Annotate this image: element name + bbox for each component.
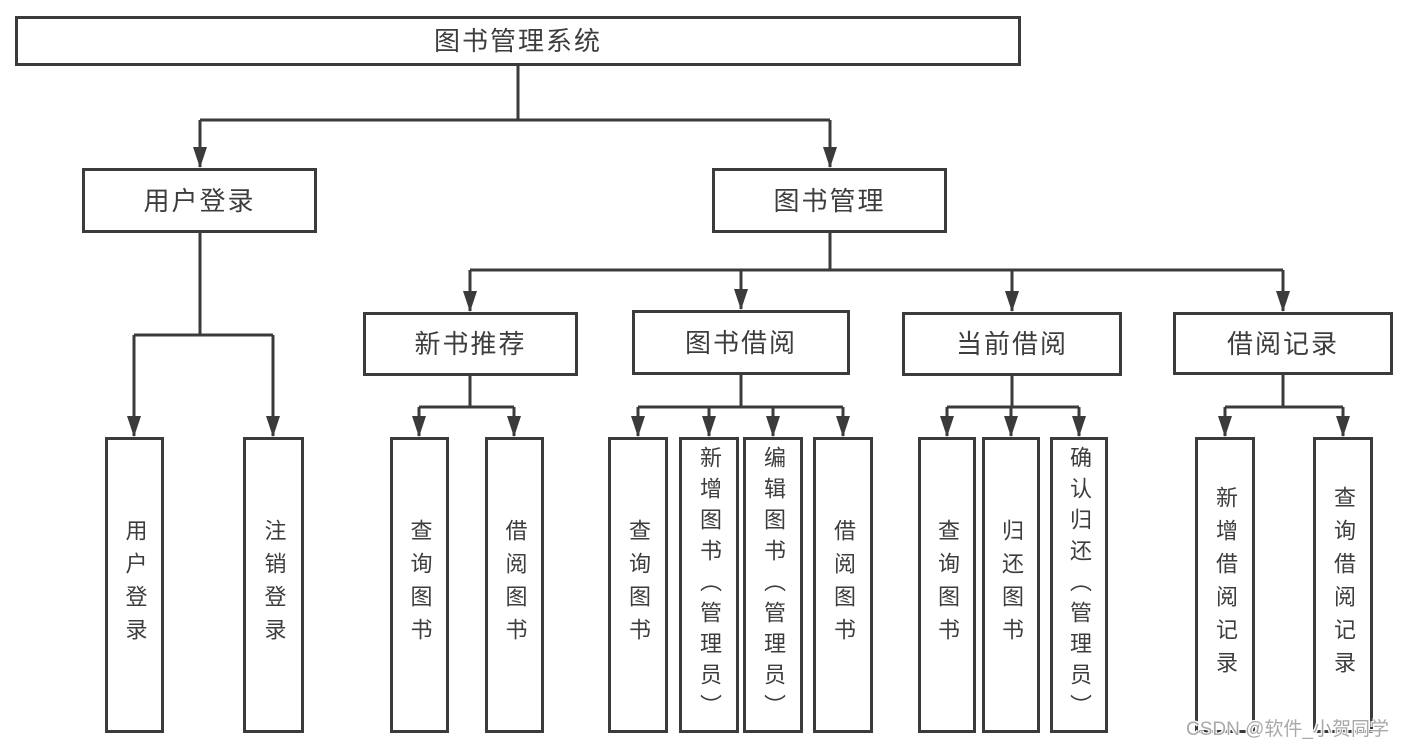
- node-new-book-recommend: 新书推荐: [363, 312, 578, 376]
- leaf-bb-add-books-admin: 新增图书（管理员）: [679, 437, 739, 733]
- node-user-login: 用户登录: [82, 168, 317, 233]
- leaf-br-query-record: 查询借阅记录: [1313, 437, 1373, 733]
- leaf-br-add-record: 新增借阅记录: [1195, 437, 1255, 733]
- leaf-nb-query-books: 查询图书: [390, 437, 449, 733]
- connector-book-borrow: [631, 375, 850, 437]
- node-book-borrow: 图书借阅: [632, 310, 850, 375]
- leaf-user-login: 用户登录: [105, 437, 164, 733]
- connector-root: [193, 66, 837, 168]
- connector-user-login: [127, 233, 280, 437]
- leaf-cb-return-books: 归还图书: [982, 437, 1040, 733]
- node-current-borrow: 当前借阅: [902, 312, 1122, 376]
- connector-book-management: [463, 233, 1290, 312]
- leaf-cb-confirm-return-admin: 确认归还（管理员）: [1050, 437, 1108, 733]
- connector-current-borrow: [940, 376, 1086, 437]
- leaf-bb-edit-books-admin: 编辑图书（管理员）: [743, 437, 803, 733]
- connector-borrow-records: [1218, 375, 1350, 437]
- leaf-nb-borrow-books: 借阅图书: [485, 437, 544, 733]
- csdn-watermark: CSDN @软件_小贺同学: [1186, 719, 1389, 740]
- connector-new-book-recommend: [412, 376, 521, 437]
- leaf-cb-query-books: 查询图书: [918, 437, 976, 733]
- leaf-bb-borrow-books: 借阅图书: [813, 437, 873, 733]
- node-library-system: 图书管理系统: [15, 16, 1021, 66]
- node-book-management: 图书管理: [712, 168, 947, 233]
- leaf-bb-query-books: 查询图书: [608, 437, 668, 733]
- leaf-logout-login: 注销登录: [243, 437, 304, 733]
- node-borrow-records: 借阅记录: [1173, 312, 1393, 375]
